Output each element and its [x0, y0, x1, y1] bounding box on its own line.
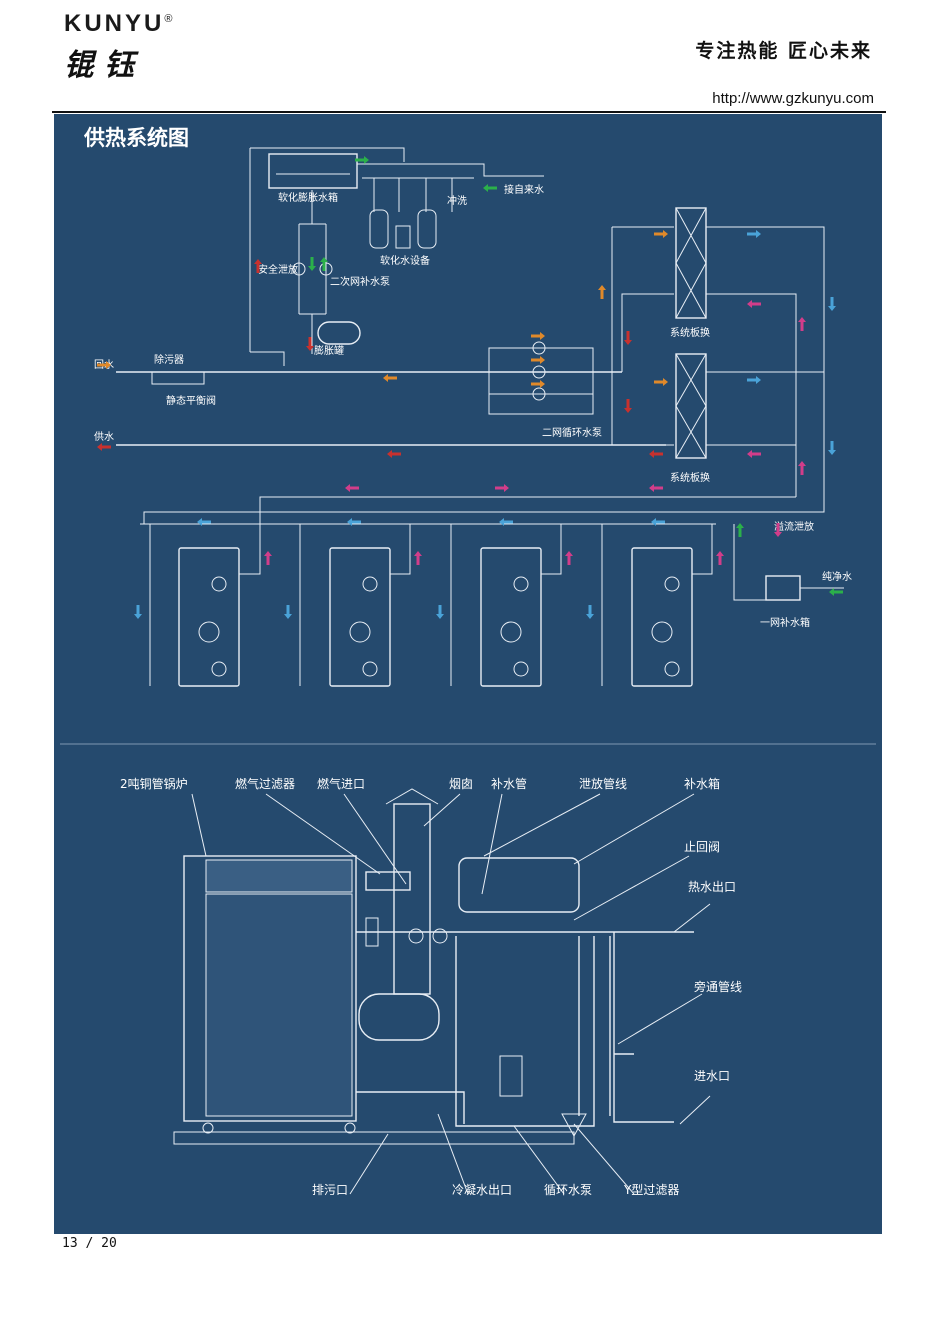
label-condensate: 冷凝水出口 [452, 1182, 512, 1197]
flow-arrow-icon [798, 461, 806, 475]
label-bypass: 旁通管线 [694, 979, 742, 994]
label-supply-water: 供水 [94, 430, 114, 443]
page-number: 13 / 20 [62, 1236, 117, 1251]
flow-arrow-icon [736, 523, 744, 537]
label-inlet: 进水口 [694, 1069, 730, 1083]
flow-arrow-icon [624, 331, 632, 345]
flow-arrow-icon [798, 317, 806, 331]
flow-arrow-icon [651, 518, 665, 526]
flow-arrow-icon [308, 257, 316, 271]
label-plate-hx-1: 系统板换 [670, 326, 710, 339]
brand-logo-cn: 锟钰 [64, 48, 144, 83]
flow-arrow-icon [284, 605, 292, 619]
flow-arrow-icon [320, 257, 328, 271]
label-tap-water: 接自来水 [504, 183, 544, 196]
flow-arrow-icon [828, 297, 836, 311]
flow-arrow-icon [387, 450, 401, 458]
flow-arrow-icon [499, 518, 513, 526]
boiler-body [183, 855, 357, 1122]
flow-arrow-icon [828, 441, 836, 455]
label-check-valve: 止回阀 [684, 840, 720, 854]
label-overflow: 溢流泄放 [774, 520, 814, 533]
flow-arrow-icon [654, 230, 668, 238]
flow-arrow-icon [483, 184, 497, 192]
header-divider [52, 111, 886, 113]
soft-tank [268, 153, 358, 189]
label-chimney: 烟囱 [449, 777, 473, 791]
flow-arrows [97, 156, 843, 619]
flow-arrow-icon [747, 450, 761, 458]
flow-arrow-icon [531, 332, 545, 340]
label-gas-filter: 燃气过滤器 [235, 776, 295, 791]
label-circ-pump-eq: 循环水泵 [544, 1183, 592, 1197]
flow-arrow-icon [383, 374, 397, 382]
label-makeup-pipe: 补水管 [491, 776, 527, 791]
label-soft-tank: 软化膨胀水箱 [278, 191, 338, 204]
diagram-title: 供热系统图 [83, 126, 189, 150]
label-pure-water: 纯净水 [822, 570, 852, 583]
gas-filter [365, 871, 411, 891]
brand-logo: KUNYU® 锟钰 [64, 10, 224, 84]
label-expansion-tank: 膨胀罐 [314, 344, 344, 357]
label-dirt-separator: 除污器 [154, 353, 184, 366]
label-gas-inlet: 燃气进口 [317, 776, 365, 791]
flow-arrow-icon [97, 361, 111, 369]
brand-logo-en: KUNYU® [64, 10, 176, 37]
flow-arrow-icon [586, 605, 594, 619]
flow-arrow-icon [306, 337, 314, 351]
flow-arrow-icon [747, 300, 761, 308]
flow-arrow-icon [649, 450, 663, 458]
label-plate-hx-2: 系统板换 [670, 471, 710, 484]
flow-arrow-icon [531, 356, 545, 364]
flow-arrow-icon [355, 156, 369, 164]
flow-arrow-icon [649, 484, 663, 492]
flow-arrow-icon [345, 484, 359, 492]
flow-arrow-icon [565, 551, 573, 565]
flow-arrow-icon [97, 443, 111, 451]
label-primary-tank: 一网补水箱 [760, 616, 810, 629]
flow-arrow-icon [747, 376, 761, 384]
plate-hx-1 [675, 207, 707, 319]
flow-arrow-icon [654, 378, 668, 386]
website-url: http://www.gzkunyu.com [712, 90, 874, 107]
flow-arrow-icon [747, 230, 761, 238]
flow-arrow-icon [531, 380, 545, 388]
chimney [393, 803, 431, 995]
flow-arrow-icon [716, 551, 724, 565]
diagram-panel: 供热系统图 软化膨胀水箱 接自来水 冲洗 软化水设备 安全泄放 二次网补水泵 膨… [54, 114, 882, 1234]
flow-arrow-icon [495, 484, 509, 492]
flow-arrow-icon [134, 605, 142, 619]
label-softener: 软化水设备 [380, 254, 430, 267]
makeup-tank [458, 857, 580, 913]
flow-arrow-icon [436, 605, 444, 619]
heating-diagram: 供热系统图 软化膨胀水箱 接自来水 冲洗 软化水设备 安全泄放 二次网补水泵 膨… [60, 126, 876, 1197]
label-safety-drain: 安全泄放 [258, 263, 298, 276]
flow-arrow-icon [774, 523, 782, 537]
slogan: 专注热能 匠心未来 [695, 40, 872, 62]
flow-arrow-icon [254, 259, 262, 273]
label-secondary-pump: 二次网补水泵 [330, 275, 390, 288]
flow-arrow-icon [347, 518, 361, 526]
boiler-units [149, 524, 713, 687]
label-circ-pump: 二网循环水泵 [542, 426, 602, 439]
label-flush: 冲洗 [447, 194, 467, 207]
label-blowdown: 排污口 [312, 1183, 348, 1197]
flow-arrow-icon [197, 518, 211, 526]
flow-arrow-icon [624, 399, 632, 413]
flow-arrow-icon [264, 551, 272, 565]
flow-arrow-icon [829, 588, 843, 596]
label-hot-outlet: 热水出口 [688, 880, 736, 894]
label-drain-line: 泄放管线 [579, 776, 627, 791]
label-balance-valve: 静态平衡阀 [166, 394, 216, 407]
flow-arrow-icon [598, 285, 606, 299]
label-y-filter: Y型过滤器 [623, 1183, 679, 1197]
flow-arrow-icon [414, 551, 422, 565]
plate-hx-2 [675, 353, 707, 459]
label-makeup-tank: 补水箱 [684, 776, 720, 791]
label-boiler: 2吨铜管锅炉 [120, 776, 188, 791]
